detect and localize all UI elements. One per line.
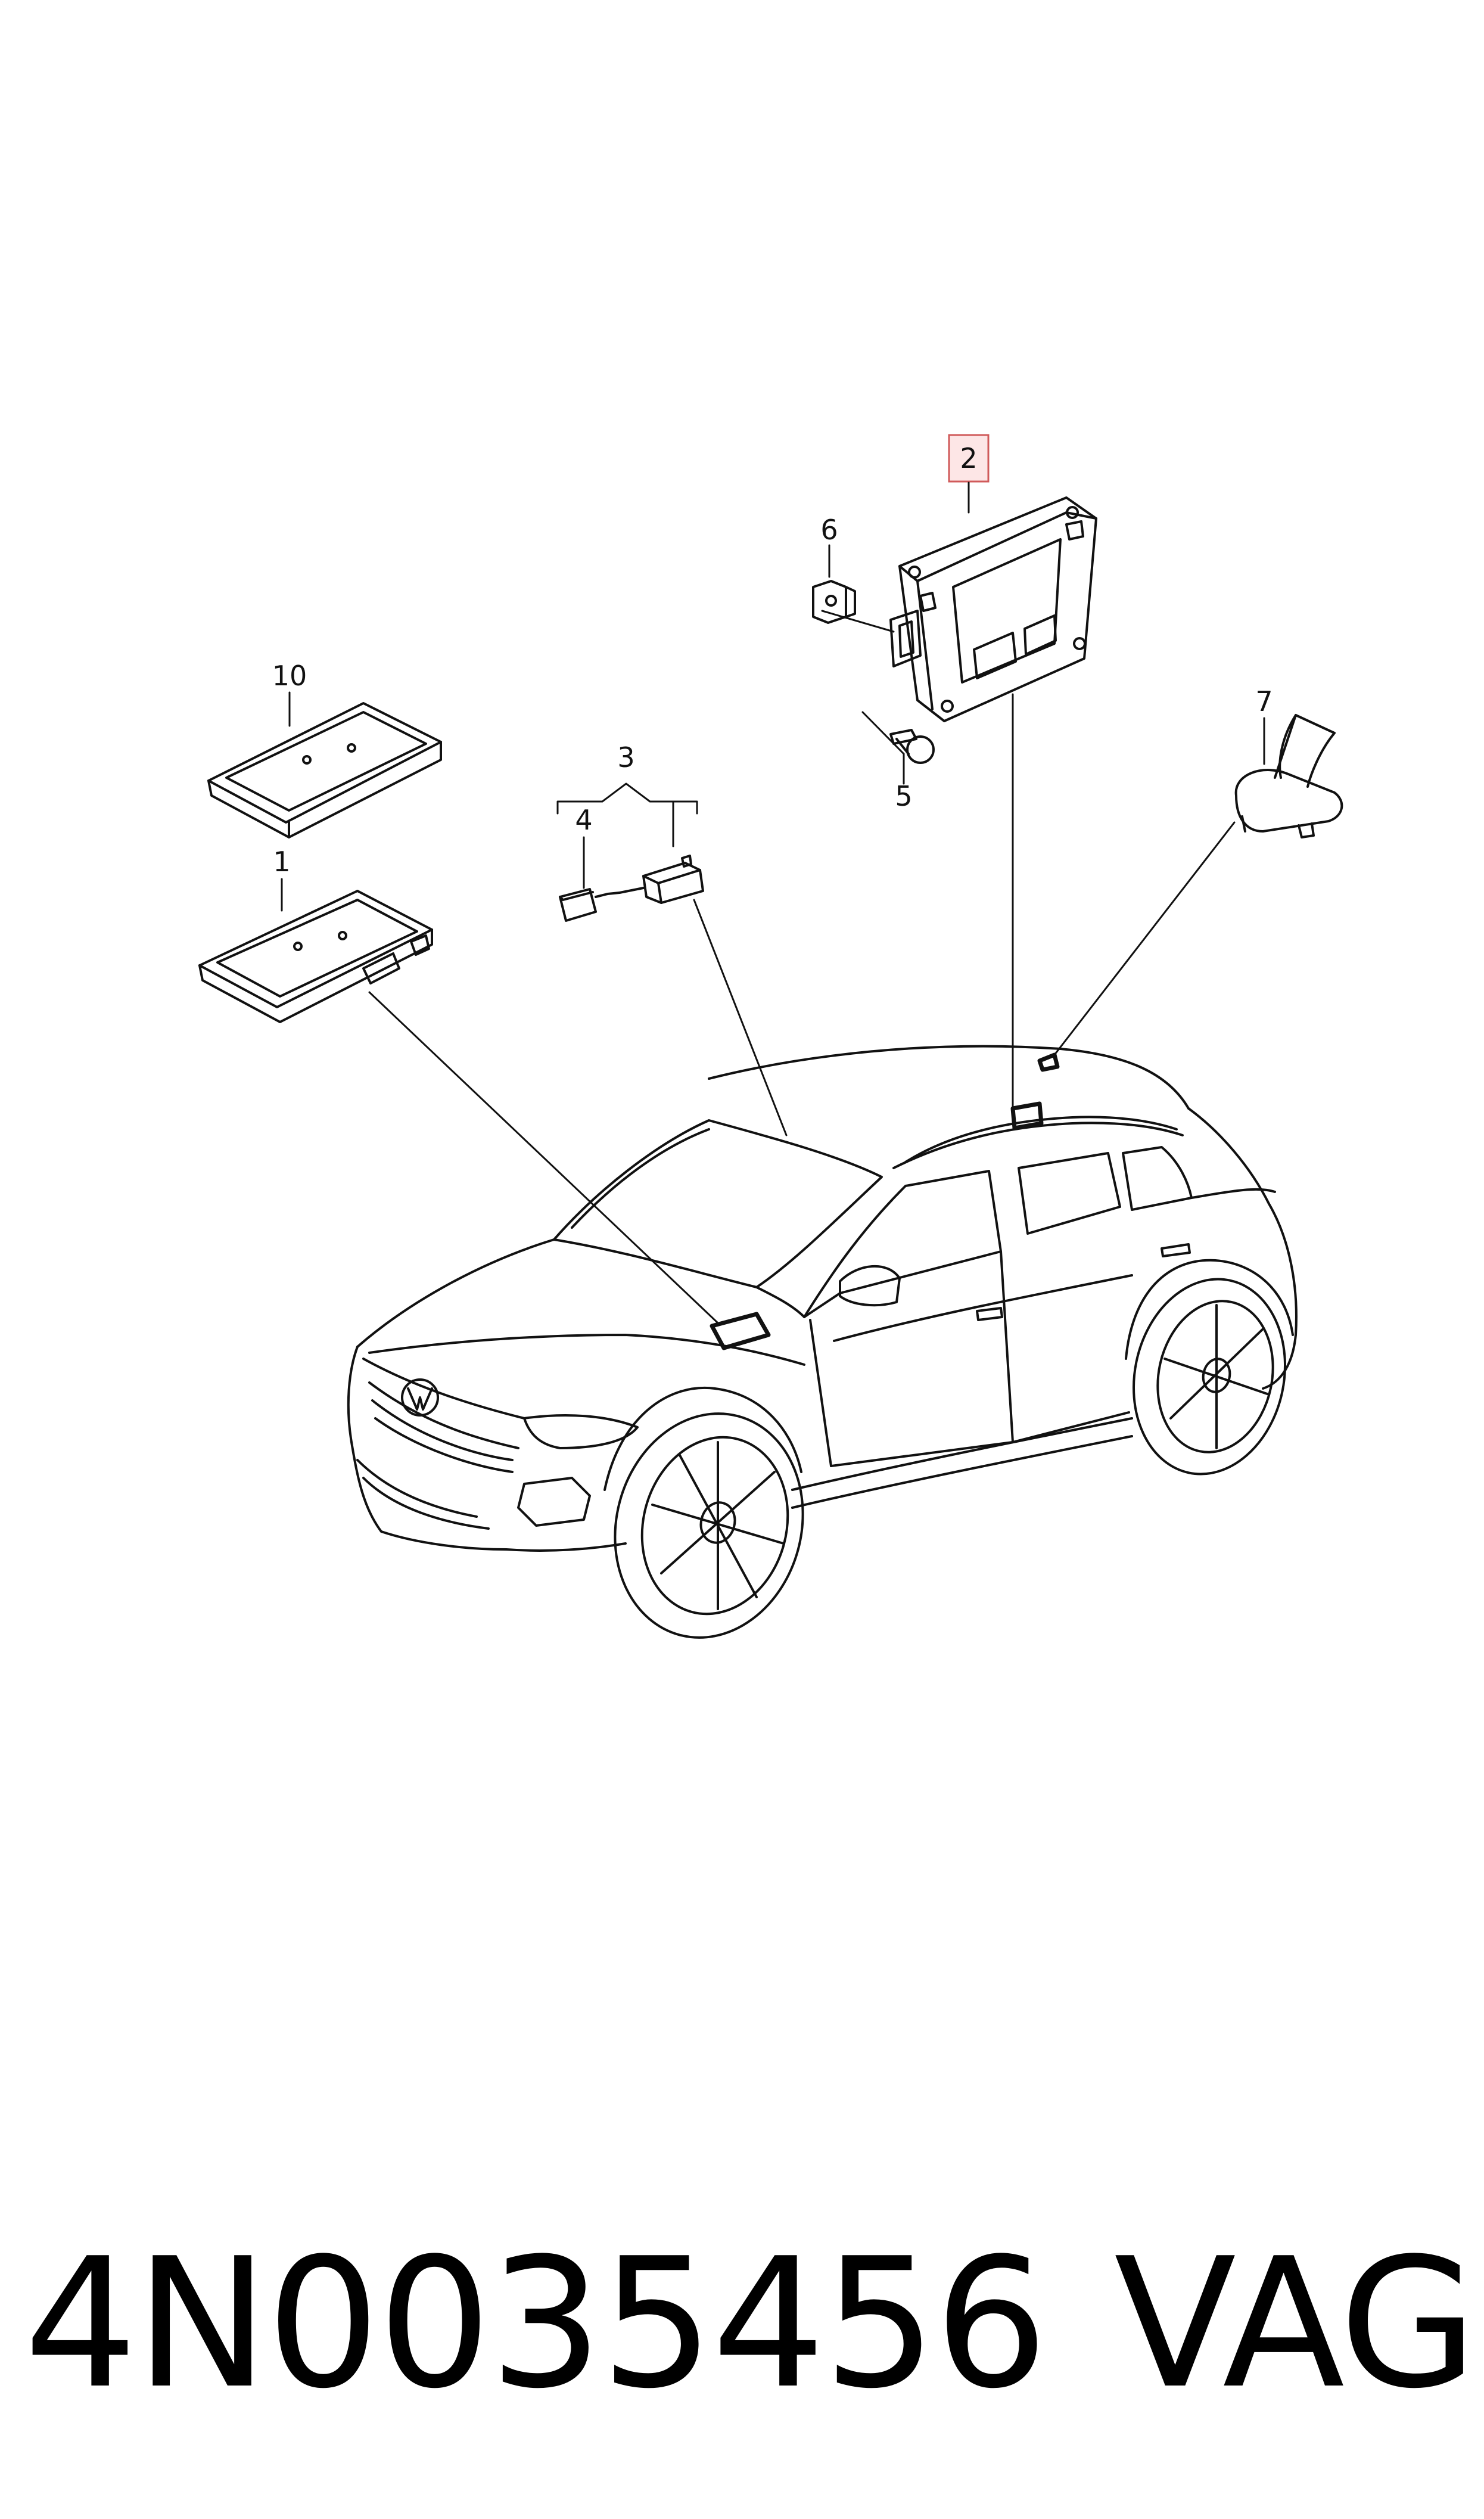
hood (356, 1238, 805, 1348)
marker-roof-module (1010, 1101, 1044, 1130)
callout-5-label[interactable]: 5 (895, 780, 912, 812)
vw-badge (401, 1378, 439, 1417)
leader-7-to-roof (1053, 821, 1236, 1056)
door-handle-rear (1161, 1243, 1191, 1257)
rear-quarter-window (1122, 1146, 1193, 1211)
callout-2-highlight (948, 434, 990, 483)
rear-wheel-tire (1133, 1278, 1286, 1476)
screw-part-5[interactable] (889, 729, 935, 764)
side-sill (791, 1417, 1133, 1491)
control-module-part-2[interactable] (889, 496, 1097, 722)
leader-3-to-windshield (693, 899, 788, 1136)
brand-name: VAG (1114, 2220, 1477, 2428)
part-number: 4N0035456 (24, 2220, 1048, 2428)
callout-7-label[interactable]: 7 (1255, 685, 1273, 718)
front-wheel-tire (614, 1412, 804, 1639)
bracket-clip-part-6[interactable] (812, 580, 856, 624)
marker-antenna (1037, 1052, 1060, 1072)
receiver-part-10[interactable] (207, 702, 442, 838)
bracket-3 (556, 782, 698, 815)
front-door-edge (809, 1319, 832, 1467)
leader-5b (861, 711, 905, 755)
windshield (553, 1119, 883, 1288)
callout-6-label[interactable]: 6 (820, 514, 838, 546)
leader-6-to-module (821, 610, 895, 633)
callout-2-group[interactable]: 2 (948, 434, 990, 483)
side-mirror (839, 1265, 901, 1307)
rear-profile (1187, 1107, 1298, 1390)
leader-lines (281, 482, 1265, 1324)
receiver-part-1[interactable] (198, 890, 433, 1023)
rear-wheel-arch (1125, 1259, 1294, 1360)
belt-line (833, 1274, 1133, 1342)
callout-4-label[interactable]: 4 (575, 804, 592, 836)
callout-10-label[interactable]: 10 (272, 660, 307, 692)
antenna-part-7[interactable] (1234, 714, 1343, 838)
rear-side-window (1018, 1152, 1121, 1235)
roof-rail (904, 1116, 1178, 1163)
parts-diagram: 2 6 10 3 4 5 7 1 (198, 434, 1343, 1639)
door-handle-front (976, 1307, 1003, 1321)
front-side-window (803, 1170, 1002, 1318)
grille-top (362, 1358, 525, 1420)
front-wheel-arch (603, 1386, 802, 1491)
vehicle-outline (347, 1045, 1298, 1639)
lower-grille (356, 1459, 478, 1518)
callout-2-label[interactable]: 2 (960, 442, 977, 474)
footer: 4N0035456 VAG (0, 2217, 1484, 2467)
rear-wheel-rim (1156, 1300, 1274, 1453)
fog-light (517, 1477, 591, 1527)
headlight (523, 1414, 639, 1449)
front-bumper (347, 1346, 627, 1552)
leader-1-to-hood (368, 991, 719, 1324)
cable-part-3[interactable] (559, 855, 704, 922)
callout-3-label[interactable]: 3 (617, 741, 634, 774)
roof-line (708, 1045, 1190, 1110)
marker-hood-receiver (710, 1312, 771, 1350)
callout-1-label[interactable]: 1 (273, 846, 290, 878)
